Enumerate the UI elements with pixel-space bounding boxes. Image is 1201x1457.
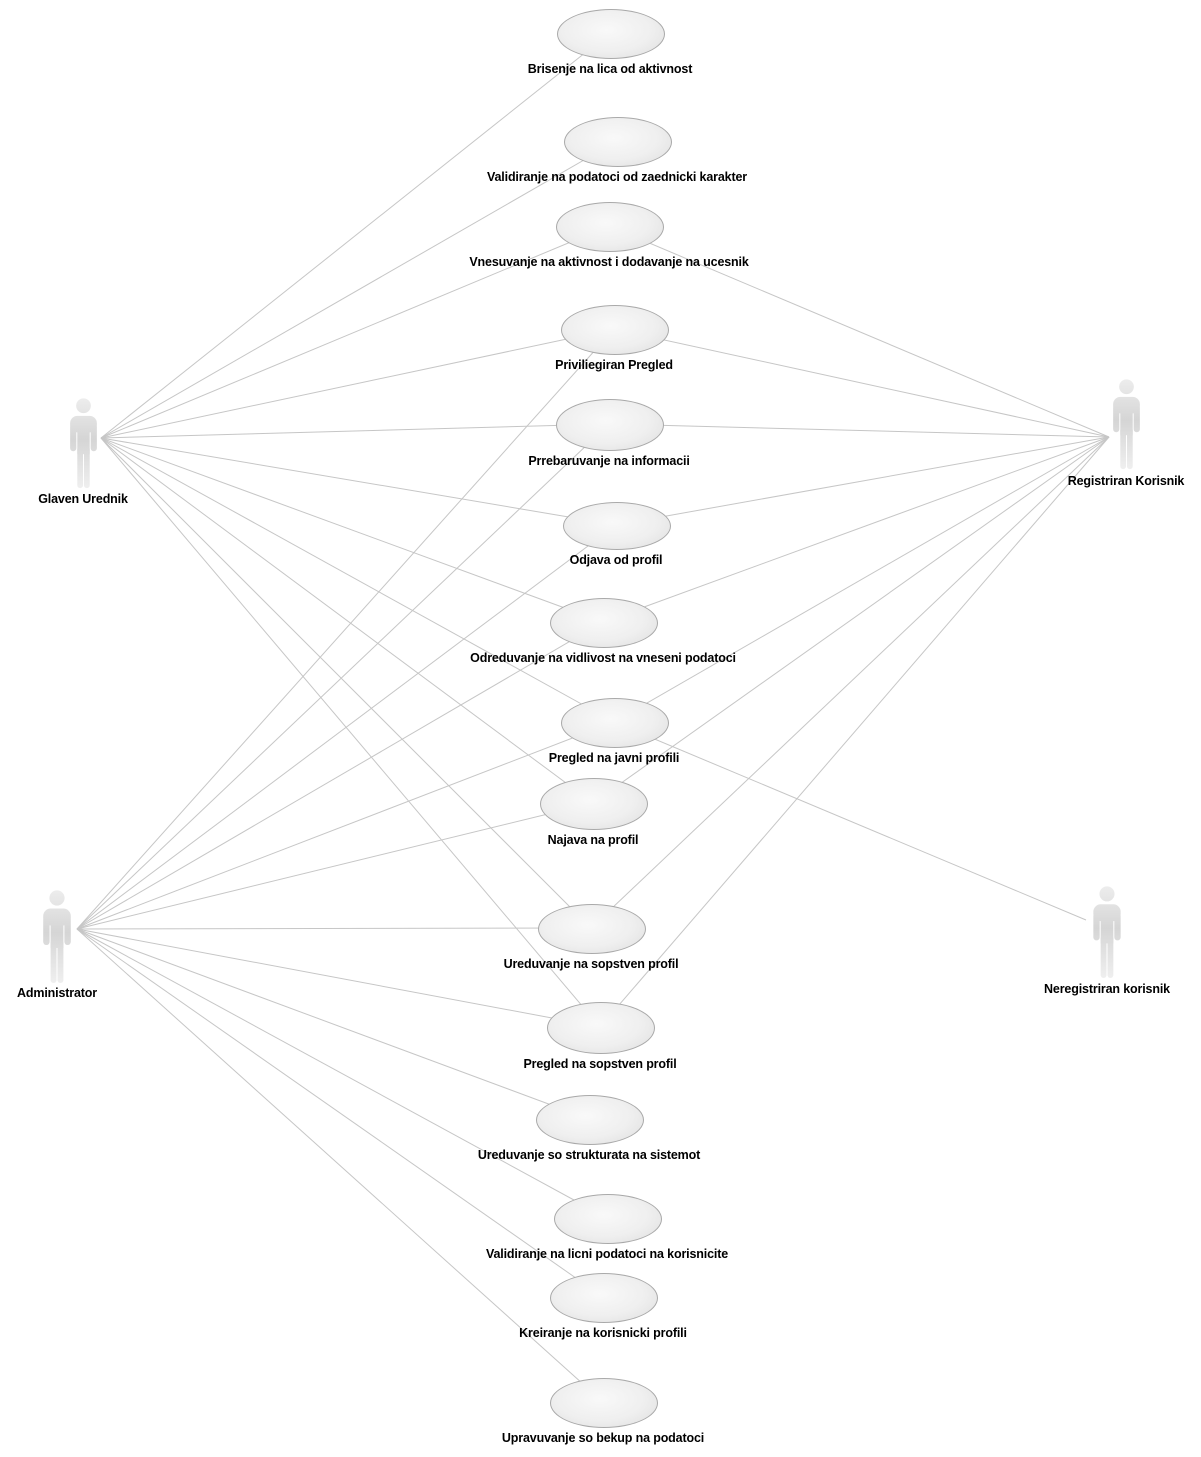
association-registriran-korisnik-uc-3: [608, 225, 1110, 438]
association-glaven-urednik-uc-3: [100, 225, 610, 439]
actor-registriran-korisnik-icon[interactable]: [1110, 379, 1143, 471]
association-registriran-korisnik-uc-11: [599, 436, 1110, 1028]
usecase-uc-2-ellipse[interactable]: [564, 117, 672, 167]
usecase-uc-7-ellipse[interactable]: [550, 598, 658, 648]
usecase-uc-2-label: Validiranje na podatoci od zaednicki kar…: [486, 170, 748, 184]
association-registriran-korisnik-uc-5: [608, 423, 1110, 438]
association-neregistriran-korisnik-uc-8: [613, 721, 1087, 921]
usecase-uc-6-ellipse[interactable]: [563, 502, 671, 550]
usecase-uc-3-label: Vnesuvanje na aktivnost i dodavanje na u…: [469, 255, 749, 269]
association-glaven-urednik-uc-11: [100, 437, 601, 1028]
usecase-uc-4-label: Priviliegiran Pregled: [555, 358, 673, 372]
association-administrator-uc-11: [76, 928, 601, 1028]
usecase-uc-12-label: Ureduvanje so strukturata na sistemot: [477, 1148, 701, 1162]
usecase-uc-8-label: Pregled na javni profili: [548, 751, 680, 765]
association-glaven-urednik-uc-8: [100, 437, 615, 723]
association-registriran-korisnik-uc-7: [602, 436, 1110, 623]
association-administrator-uc-14: [76, 928, 604, 1298]
usecase-uc-15-label: Upravuvanje so bekup na podatoci: [501, 1431, 705, 1445]
association-registriran-korisnik-uc-6: [615, 436, 1110, 526]
actor-glaven-urednik-label: Glaven Urednik: [38, 492, 128, 506]
association-administrator-uc-6: [76, 524, 617, 930]
association-administrator-uc-8: [76, 721, 615, 930]
actor-neregistriran-korisnik-icon[interactable]: [1090, 886, 1124, 980]
usecase-uc-7-label: Odreduvanje na vidlivost na vneseni poda…: [470, 651, 736, 665]
association-administrator-uc-10: [76, 927, 592, 930]
usecase-uc-9-ellipse[interactable]: [540, 778, 648, 830]
association-glaven-urednik-uc-5: [100, 423, 610, 439]
usecase-uc-6-label: Odjava od profil: [569, 553, 663, 567]
association-glaven-urednik-uc-10: [100, 437, 592, 929]
usecase-uc-8-ellipse[interactable]: [561, 698, 669, 748]
actor-neregistriran-korisnik-label: Neregistriran korisnik: [1044, 982, 1170, 996]
actor-administrator-icon[interactable]: [40, 890, 74, 985]
association-glaven-urednik-uc-7: [100, 437, 604, 623]
usecase-uc-10-ellipse[interactable]: [538, 904, 646, 954]
usecase-uc-14-ellipse[interactable]: [550, 1273, 658, 1323]
association-administrator-uc-5: [76, 423, 610, 930]
usecase-uc-14-label: Kreiranje na korisnicki profili: [519, 1326, 687, 1340]
usecase-uc-9-label: Najava na profil: [547, 833, 639, 847]
association-administrator-uc-4: [76, 328, 615, 930]
usecase-uc-11-label: Pregled na sopstven profil: [523, 1057, 677, 1071]
association-glaven-urednik-uc-4: [100, 328, 615, 439]
association-administrator-uc-13: [76, 928, 608, 1219]
association-registriran-korisnik-uc-4: [613, 328, 1110, 438]
association-glaven-urednik-uc-6: [100, 437, 617, 526]
association-administrator-uc-12: [76, 928, 590, 1120]
association-glaven-urednik-uc-2: [100, 140, 618, 439]
usecase-uc-13-ellipse[interactable]: [554, 1194, 662, 1244]
association-administrator-uc-7: [76, 621, 604, 930]
usecase-uc-13-label: Validiranje na licni podatoci na korisni…: [485, 1247, 729, 1261]
actor-administrator-label: Administrator: [16, 986, 98, 1000]
usecase-uc-3-ellipse[interactable]: [556, 202, 664, 252]
association-glaven-urednik-uc-9: [100, 437, 594, 804]
usecase-uc-1-label: Brisenje na lica od aktivnost: [527, 62, 693, 76]
usecase-uc-1-ellipse[interactable]: [557, 9, 665, 59]
association-glaven-urednik-uc-1: [100, 32, 611, 439]
usecase-uc-11-ellipse[interactable]: [547, 1002, 655, 1054]
association-administrator-uc-9: [76, 802, 594, 930]
usecase-uc-10-label: Ureduvanje na sopstven profil: [503, 957, 679, 971]
usecase-uc-5-label: Prrebaruvanje na informacii: [528, 454, 690, 468]
association-registriran-korisnik-uc-9: [592, 436, 1110, 804]
association-registriran-korisnik-uc-10: [590, 436, 1110, 929]
usecase-uc-12-ellipse[interactable]: [536, 1095, 644, 1145]
usecase-uc-5-ellipse[interactable]: [556, 399, 664, 451]
association-administrator-uc-15: [76, 928, 604, 1403]
usecase-uc-15-ellipse[interactable]: [550, 1378, 658, 1428]
actor-glaven-urednik-icon[interactable]: [67, 398, 100, 490]
actor-registriran-korisnik-label: Registriran Korisnik: [1067, 474, 1185, 488]
association-registriran-korisnik-uc-8: [613, 436, 1110, 723]
usecase-uc-4-ellipse[interactable]: [561, 305, 669, 355]
